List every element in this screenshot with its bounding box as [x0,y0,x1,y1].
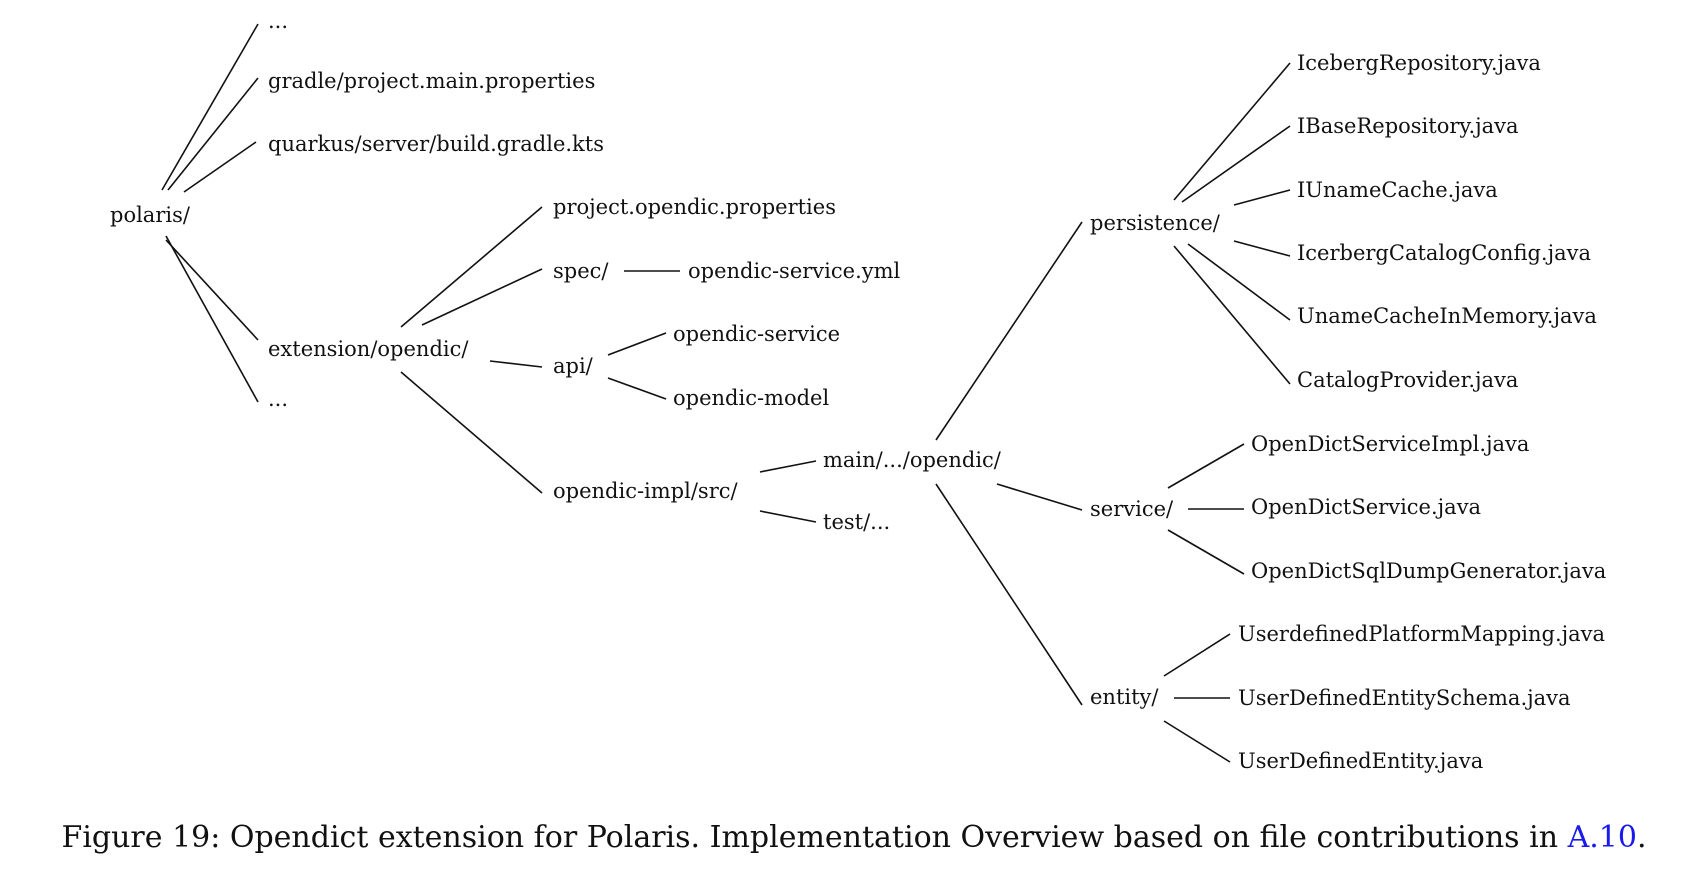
edge-api-model [607,377,667,400]
edge-ext-impl [400,371,543,494]
edge-ext-project-props [400,206,543,328]
node-persistence: persistence/ [1090,211,1221,235]
node-iceberg-repo: IcebergRepository.java [1297,51,1541,75]
node-api-service: opendic-service [673,322,840,346]
node-impl-src: opendic-impl/src/ [553,479,738,503]
edge-impl-test [759,510,817,523]
edge-main-service [996,483,1083,511]
file-tree-diagram: polaris/ ... gradle/project.main.propert… [110,9,1606,773]
node-entity-class: UserDefinedEntity.java [1238,749,1483,773]
node-iuname-cache: IUnameCache.java [1297,178,1498,202]
node-root: polaris/ [110,203,191,227]
node-uname-mem: UnameCacheInMemory.java [1297,304,1597,328]
edge-ent-entity [1163,720,1231,763]
edge-pers-catalog-config [1233,240,1291,257]
edge-svc-sqldump [1167,529,1245,575]
edge-pers-iuname [1233,189,1291,206]
node-service-impl: OpenDictServiceImpl.java [1251,432,1529,456]
tree-labels: polaris/ ... gradle/project.main.propert… [110,9,1606,773]
node-service-iface: OpenDictService.java [1251,495,1481,519]
node-extension: extension/opendic/ [268,337,469,361]
node-entity-schema: UserDefinedEntitySchema.java [1238,686,1571,710]
node-service-yml: opendic-service.yml [688,259,901,283]
edge-impl-main [759,460,817,473]
edge-pers-ibase-repo [1181,125,1291,203]
node-quarkus-build: quarkus/server/build.gradle.kts [268,132,604,156]
node-api-model: opendic-model [673,386,829,410]
figure-caption: Figure 19: Opendict extension for Polari… [0,820,1708,855]
edge-pers-uname-mem [1187,243,1291,321]
node-ibase-repo: IBaseRepository.java [1297,114,1519,138]
node-test: test/... [823,510,890,534]
node-dots-top: ... [268,9,288,33]
node-sql-dump: OpenDictSqlDumpGenerator.java [1251,559,1606,583]
edge-ext-spec [421,268,543,326]
caption-reference-link[interactable]: A.10 [1567,820,1637,855]
node-catalog-config: IcerbergCatalogConfig.java [1297,241,1591,265]
node-main: main/.../opendic/ [823,448,1002,472]
edge-ext-api [489,360,543,368]
edge-main-entity [935,483,1083,706]
edge-root-dots-top [161,23,259,191]
node-platform-mapping: UserdefinedPlatformMapping.java [1238,622,1605,646]
node-gradle-props: gradle/project.main.properties [268,69,595,93]
edge-pers-iceberg-repo [1173,62,1291,201]
node-entity: entity/ [1090,685,1159,709]
edge-root-extension [165,239,259,341]
edge-pers-catalog-provider [1173,245,1291,385]
edge-svc-impl [1167,443,1245,489]
node-dots-bottom: ... [268,387,288,411]
caption-text: Figure 19: Opendict extension for Polari… [61,820,1568,855]
edge-root-gradle [167,77,259,191]
edge-root-dots-bottom [165,235,259,403]
node-service: service/ [1090,497,1174,521]
tree-edges [161,23,1291,763]
caption-end: . [1636,820,1647,855]
node-catalog-provider: CatalogProvider.java [1297,368,1518,392]
edge-main-persistence [935,221,1083,441]
edge-root-quarkus [183,141,257,193]
node-api: api/ [553,354,594,378]
edge-api-service [607,332,667,356]
edge-ent-platform [1163,633,1231,677]
node-spec: spec/ [553,259,609,283]
node-project-props: project.opendic.properties [553,195,836,219]
